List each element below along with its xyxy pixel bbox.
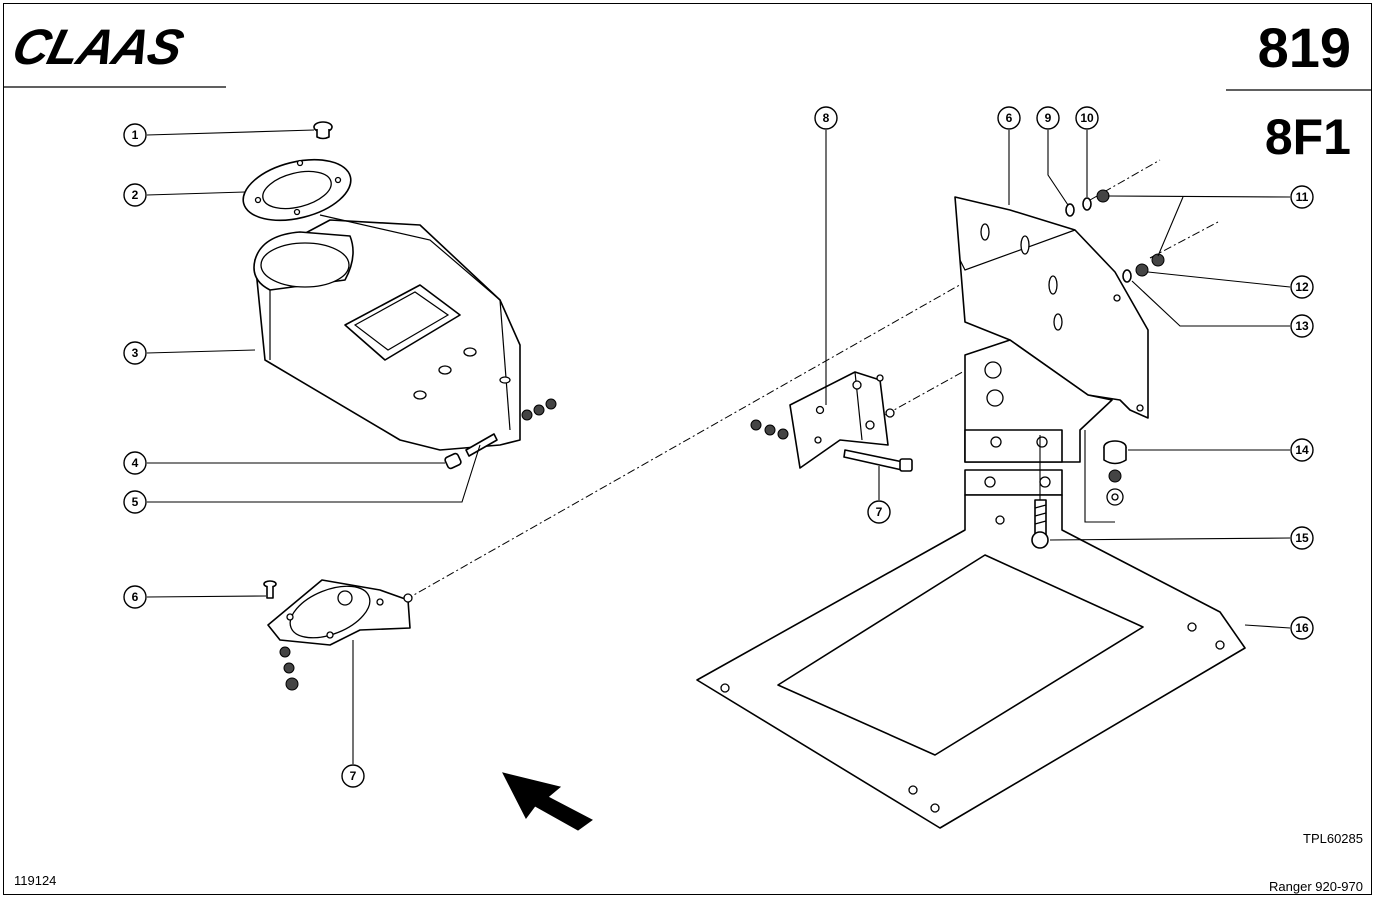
drawing-reference: TPL60285 <box>1303 831 1363 846</box>
part-knob <box>313 121 333 140</box>
callout-4: 8 <box>814 106 838 130</box>
svg-text:12: 12 <box>1295 280 1309 294</box>
part-gasket-ring <box>242 158 352 222</box>
callout-12: 7 <box>867 500 891 524</box>
nuts-housing <box>521 398 557 421</box>
part-screw-and-sleeve <box>444 433 498 470</box>
callout-10: 15 <box>1290 526 1314 550</box>
part-base-plate <box>696 339 1246 829</box>
part-mounting-plate <box>267 579 413 646</box>
svg-text:6: 6 <box>1006 111 1013 125</box>
document-id: 119124 <box>14 873 57 888</box>
svg-text:16: 16 <box>1295 621 1309 635</box>
svg-text:15: 15 <box>1295 531 1309 545</box>
svg-text:6: 6 <box>132 590 139 604</box>
svg-text:8: 8 <box>823 111 830 125</box>
nuts-plate <box>279 646 299 691</box>
svg-text:10: 10 <box>1080 111 1094 125</box>
nuts-bracket <box>750 419 789 440</box>
svg-text:4: 4 <box>132 456 139 470</box>
part-washers-nuts-lower <box>1122 253 1165 283</box>
callout-bubbles: 1 2 3 4 5 6 7 8 7 6 9 10 11 12 13 14 15 … <box>123 106 1314 788</box>
callout-6-right: 13 <box>1290 314 1314 338</box>
assembly-line-main <box>404 244 1031 601</box>
svg-text:7: 7 <box>350 769 357 783</box>
model-range: Ranger 920-970 <box>1269 879 1363 894</box>
svg-text:7: 7 <box>876 505 883 519</box>
callout-6-top: 9 <box>1036 106 1060 130</box>
svg-text:11: 11 <box>1296 190 1309 204</box>
callout-13: 7 <box>341 764 365 788</box>
callout-8: 11 <box>1290 185 1314 209</box>
svg-text:3: 3 <box>132 346 139 360</box>
callout-2: 2 <box>123 183 147 207</box>
svg-text:2: 2 <box>132 188 139 202</box>
callout-16: 4 <box>123 451 147 475</box>
part-vertical-bracket <box>954 196 1149 419</box>
page-frame <box>3 3 1372 895</box>
group-code: 8F1 <box>1264 109 1351 165</box>
leader-lines <box>146 129 1291 764</box>
callout-15: 5 <box>123 490 147 514</box>
callout-14: 6 <box>123 585 147 609</box>
part-washers-nuts-upper <box>1065 189 1110 217</box>
part-sleeve-washers <box>1103 440 1127 506</box>
callout-5: 6 <box>997 106 1021 130</box>
part-display-housing <box>253 214 521 451</box>
part-upright-bolt <box>1031 499 1049 549</box>
part-angle-bracket <box>789 371 895 469</box>
assembly-line-lower <box>1149 221 1219 259</box>
svg-text:14: 14 <box>1295 443 1309 457</box>
callout-7-top: 10 <box>1075 106 1099 130</box>
assembly-line-upper <box>1089 159 1161 201</box>
svg-text:5: 5 <box>132 495 139 509</box>
direction-arrow <box>502 772 593 831</box>
callout-3: 1 <box>123 123 147 147</box>
part-screw <box>263 580 277 599</box>
callout-9: 14 <box>1290 438 1314 462</box>
svg-text:9: 9 <box>1045 111 1052 125</box>
svg-text:13: 13 <box>1295 319 1309 333</box>
part-bolt-long <box>843 449 913 472</box>
svg-text:1: 1 <box>132 128 139 142</box>
page-number: 819 <box>1257 16 1351 79</box>
callout-7-right: 12 <box>1290 275 1314 299</box>
callout-1: 3 <box>123 341 147 365</box>
callout-11: 16 <box>1290 616 1314 640</box>
